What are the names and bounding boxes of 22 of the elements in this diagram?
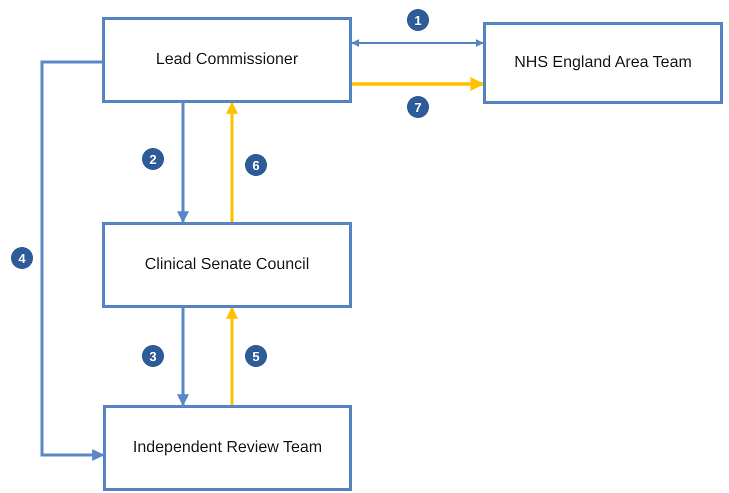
step-number: 3: [142, 345, 164, 367]
process-box: [103, 405, 352, 491]
process-box: [102, 17, 352, 103]
step-number: 6: [245, 154, 267, 176]
box-label: Lead Commissioner: [156, 50, 298, 70]
step-number: 1: [407, 9, 429, 31]
process-box: [102, 222, 352, 308]
arrow: [226, 306, 238, 405]
box-label: Independent Review Team: [132, 438, 322, 458]
step-number: 2: [142, 148, 164, 170]
arrow: [351, 39, 484, 47]
arrow: [226, 102, 238, 222]
arrow: [40, 60, 104, 461]
arrow: [177, 308, 189, 406]
step-number: 7: [407, 96, 429, 118]
step-number: 4: [11, 247, 33, 269]
step-number: 5: [245, 345, 267, 367]
box-label: Clinical Senate Council: [144, 255, 310, 275]
box-label: NHS England Area Team: [514, 53, 692, 73]
arrow: [177, 103, 189, 224]
arrow: [352, 77, 484, 91]
process-box: [483, 22, 723, 104]
